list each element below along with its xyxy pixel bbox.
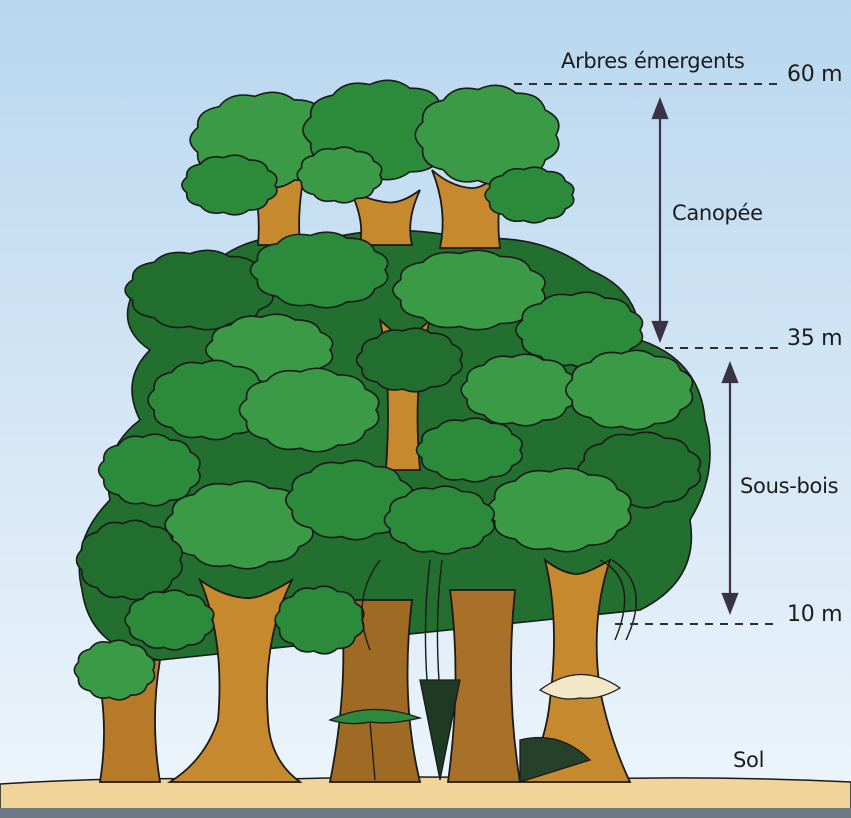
understory-arrow-head-top [721, 360, 739, 384]
understory-arrow-head-bottom [721, 592, 739, 616]
tree-crown [124, 589, 215, 651]
tree-crown [285, 459, 414, 541]
tree-crown [164, 480, 314, 570]
tree-crown [415, 417, 523, 483]
tree-crown [383, 485, 495, 555]
tree-crown [296, 146, 383, 204]
tree-crown [249, 231, 389, 309]
tree-crown [238, 367, 380, 453]
understory-label: Sous-bois [740, 474, 839, 498]
tree-crown [147, 359, 272, 441]
layer-arrows [651, 96, 739, 616]
level-lines [514, 83, 778, 625]
tree-crowns [73, 79, 702, 701]
bottom-band [0, 808, 851, 818]
tree-crown [392, 249, 546, 331]
emergent-trees-label: Arbres émergents [561, 49, 745, 73]
canopy-arrow-head-bottom [651, 320, 669, 344]
tree-crown [97, 433, 201, 507]
height-35m-label: 35 m [787, 326, 843, 351]
canopy-label: Canopée [672, 201, 763, 225]
tree-crown [274, 585, 365, 655]
understory-plants [328, 673, 622, 783]
ground-label: Sol [733, 748, 765, 772]
tree-crown [73, 639, 156, 701]
tree-crown [355, 327, 463, 393]
canopy-arrow-head-top [651, 96, 669, 120]
tree-crown [460, 353, 578, 427]
height-60m-label: 60 m [787, 62, 843, 87]
tree-crown [565, 349, 694, 431]
tree-crown [484, 166, 575, 224]
height-10m-label: 10 m [787, 602, 843, 627]
tree-crown [181, 154, 278, 216]
